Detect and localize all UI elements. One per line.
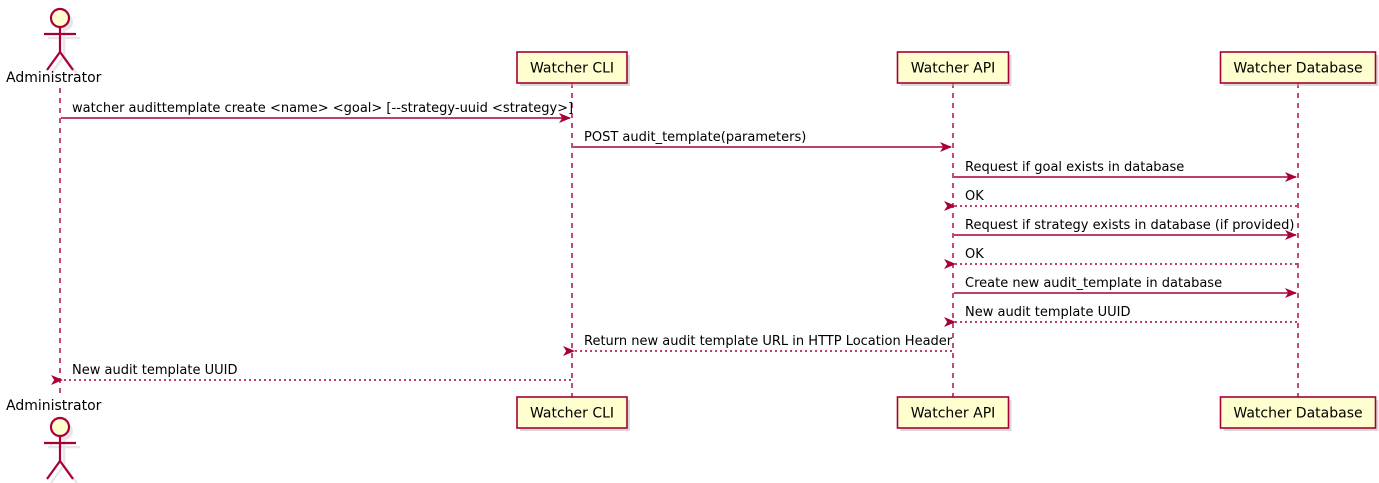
actor-administrator-bottom: Administrator	[6, 398, 102, 483]
message-label-5: Request if strategy exists in database (…	[965, 218, 1294, 233]
participant-box-watcher-api-top: Watcher API	[896, 51, 1012, 86]
box-body	[1219, 51, 1377, 84]
actor-head-icon	[49, 7, 71, 29]
participant-box-watcher-database-top: Watcher Database	[1219, 51, 1379, 86]
actor-administrator-top: Administrator	[6, 7, 102, 86]
participant-box-watcher-api-bottom: Watcher API	[896, 396, 1012, 431]
participant-label-watcher-api: Watcher API	[911, 406, 996, 422]
message-6: OK	[944, 247, 1297, 269]
message-label-3: Request if goal exists in database	[965, 160, 1184, 175]
lifelines-group	[59, 83, 1299, 397]
message-8: New audit template UUID	[944, 305, 1297, 327]
participant-label-watcher-database: Watcher Database	[1233, 61, 1362, 77]
participant-box-watcher-cli-bottom: Watcher CLI	[516, 396, 630, 431]
message-7: Create new audit_template in database	[954, 276, 1297, 298]
message-label-4: OK	[965, 189, 984, 204]
message-label-8: New audit template UUID	[965, 305, 1130, 320]
box-body	[516, 396, 628, 429]
box-body	[896, 51, 1010, 84]
participant-label-watcher-cli: Watcher CLI	[530, 406, 614, 422]
actor-label-administrator: Administrator	[6, 70, 102, 86]
message-4: OK	[944, 189, 1297, 211]
message-3: Request if goal exists in database	[954, 160, 1297, 182]
message-label-7: Create new audit_template in database	[965, 276, 1222, 291]
box-body	[896, 396, 1010, 429]
message-1: watcher audittemplate create <name> <goa…	[61, 101, 573, 123]
message-10: New audit template UUID	[51, 363, 571, 385]
participant-label-watcher-database: Watcher Database	[1233, 406, 1362, 422]
participant-label-watcher-cli: Watcher CLI	[530, 61, 614, 77]
participant-label-watcher-api: Watcher API	[911, 61, 996, 77]
message-label-9: Return new audit template URL in HTTP Lo…	[584, 334, 953, 349]
message-5: Request if strategy exists in database (…	[954, 218, 1297, 240]
message-label-2: POST audit_template(parameters)	[584, 130, 806, 145]
message-2: POST audit_template(parameters)	[573, 130, 952, 152]
actor-leg-left-icon	[46, 460, 61, 480]
message-9: Return new audit template URL in HTTP Lo…	[563, 334, 953, 356]
actor-leg-left-icon	[46, 51, 61, 71]
participant-boxes-group: Watcher CLI Watcher CLI Watcher API Watcher…	[516, 51, 1379, 431]
actor-leg-right-icon	[59, 51, 74, 71]
participant-box-watcher-database-bottom: Watcher Database	[1219, 396, 1379, 431]
message-label-6: OK	[965, 247, 984, 262]
message-label-1: watcher audittemplate create <name> <goa…	[72, 101, 573, 116]
box-body	[1219, 396, 1377, 429]
actor-head-icon	[49, 416, 71, 438]
participant-box-watcher-cli-top: Watcher CLI	[516, 51, 630, 86]
actor-label-administrator: Administrator	[6, 398, 102, 414]
messages-group: watcher audittemplate create <name> <goa…	[51, 101, 1297, 385]
message-label-10: New audit template UUID	[72, 363, 237, 378]
box-body	[516, 51, 628, 84]
actor-leg-right-icon	[59, 460, 74, 480]
